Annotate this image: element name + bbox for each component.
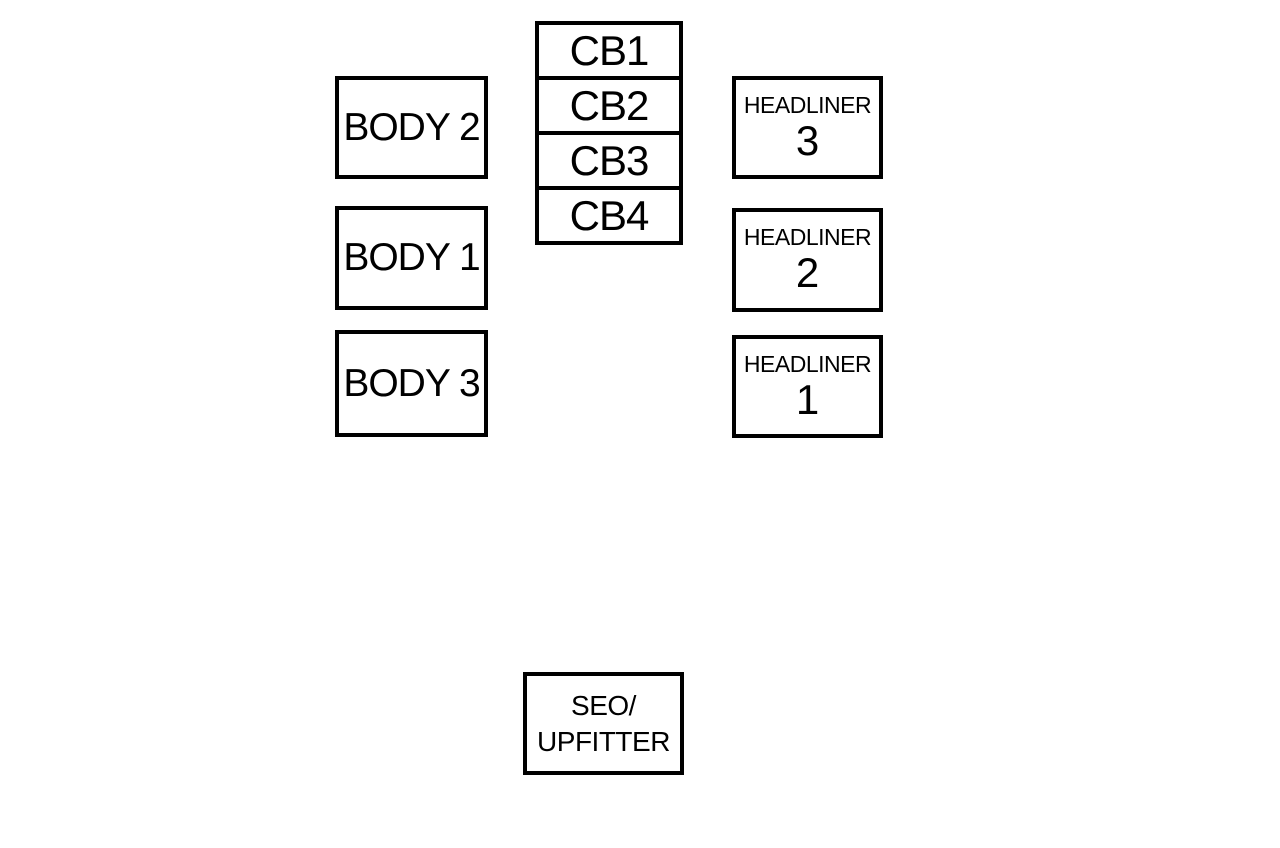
circuit-breaker-label-cb2: CB2 bbox=[569, 81, 650, 129]
circuit-breaker-cb1: CB1 bbox=[539, 25, 679, 76]
circuit-breaker-cb4: CB4 bbox=[539, 186, 679, 241]
fuse-box-body-1: BODY 1 bbox=[335, 206, 488, 310]
fuse-label-body-2: BODY 2 bbox=[343, 105, 480, 149]
circuit-breaker-cb2: CB2 bbox=[539, 76, 679, 131]
fuse-label-body-1: BODY 1 bbox=[343, 236, 480, 279]
fuse-label-headliner-1-name: HEADLINER bbox=[743, 350, 872, 377]
circuit-breaker-label-cb1: CB1 bbox=[569, 26, 650, 74]
fuse-label-headliner-1-number: 1 bbox=[795, 375, 820, 423]
fuse-label-body-3: BODY 3 bbox=[343, 361, 480, 405]
fuse-box-headliner-2: HEADLINER 2 bbox=[732, 208, 883, 312]
circuit-breaker-label-cb4: CB4 bbox=[569, 191, 650, 239]
fuse-box-headliner-3: HEADLINER 3 bbox=[732, 76, 883, 179]
fuse-label-headliner-3-number: 3 bbox=[795, 116, 820, 164]
fuse-label-headliner-2-name: HEADLINER bbox=[743, 224, 872, 250]
fuse-label-headliner-2-number: 2 bbox=[795, 249, 820, 296]
circuit-breaker-cb3: CB3 bbox=[539, 131, 679, 186]
fuse-box-headliner-1: HEADLINER 1 bbox=[732, 335, 883, 438]
circuit-breaker-stack: CB1 CB2 CB3 CB4 bbox=[535, 21, 683, 245]
fuse-box-body-2: BODY 2 bbox=[335, 76, 488, 179]
fuse-box-seo-upfitter: SEO/ UPFITTER bbox=[523, 672, 684, 775]
circuit-breaker-label-cb3: CB3 bbox=[569, 136, 650, 184]
fuse-box-body-3: BODY 3 bbox=[335, 330, 488, 437]
fuse-label-headliner-3-name: HEADLINER bbox=[743, 91, 872, 118]
fuse-label-seo-line2: UPFITTER bbox=[537, 725, 670, 757]
fuse-label-seo-line1: SEO/ bbox=[571, 689, 636, 721]
